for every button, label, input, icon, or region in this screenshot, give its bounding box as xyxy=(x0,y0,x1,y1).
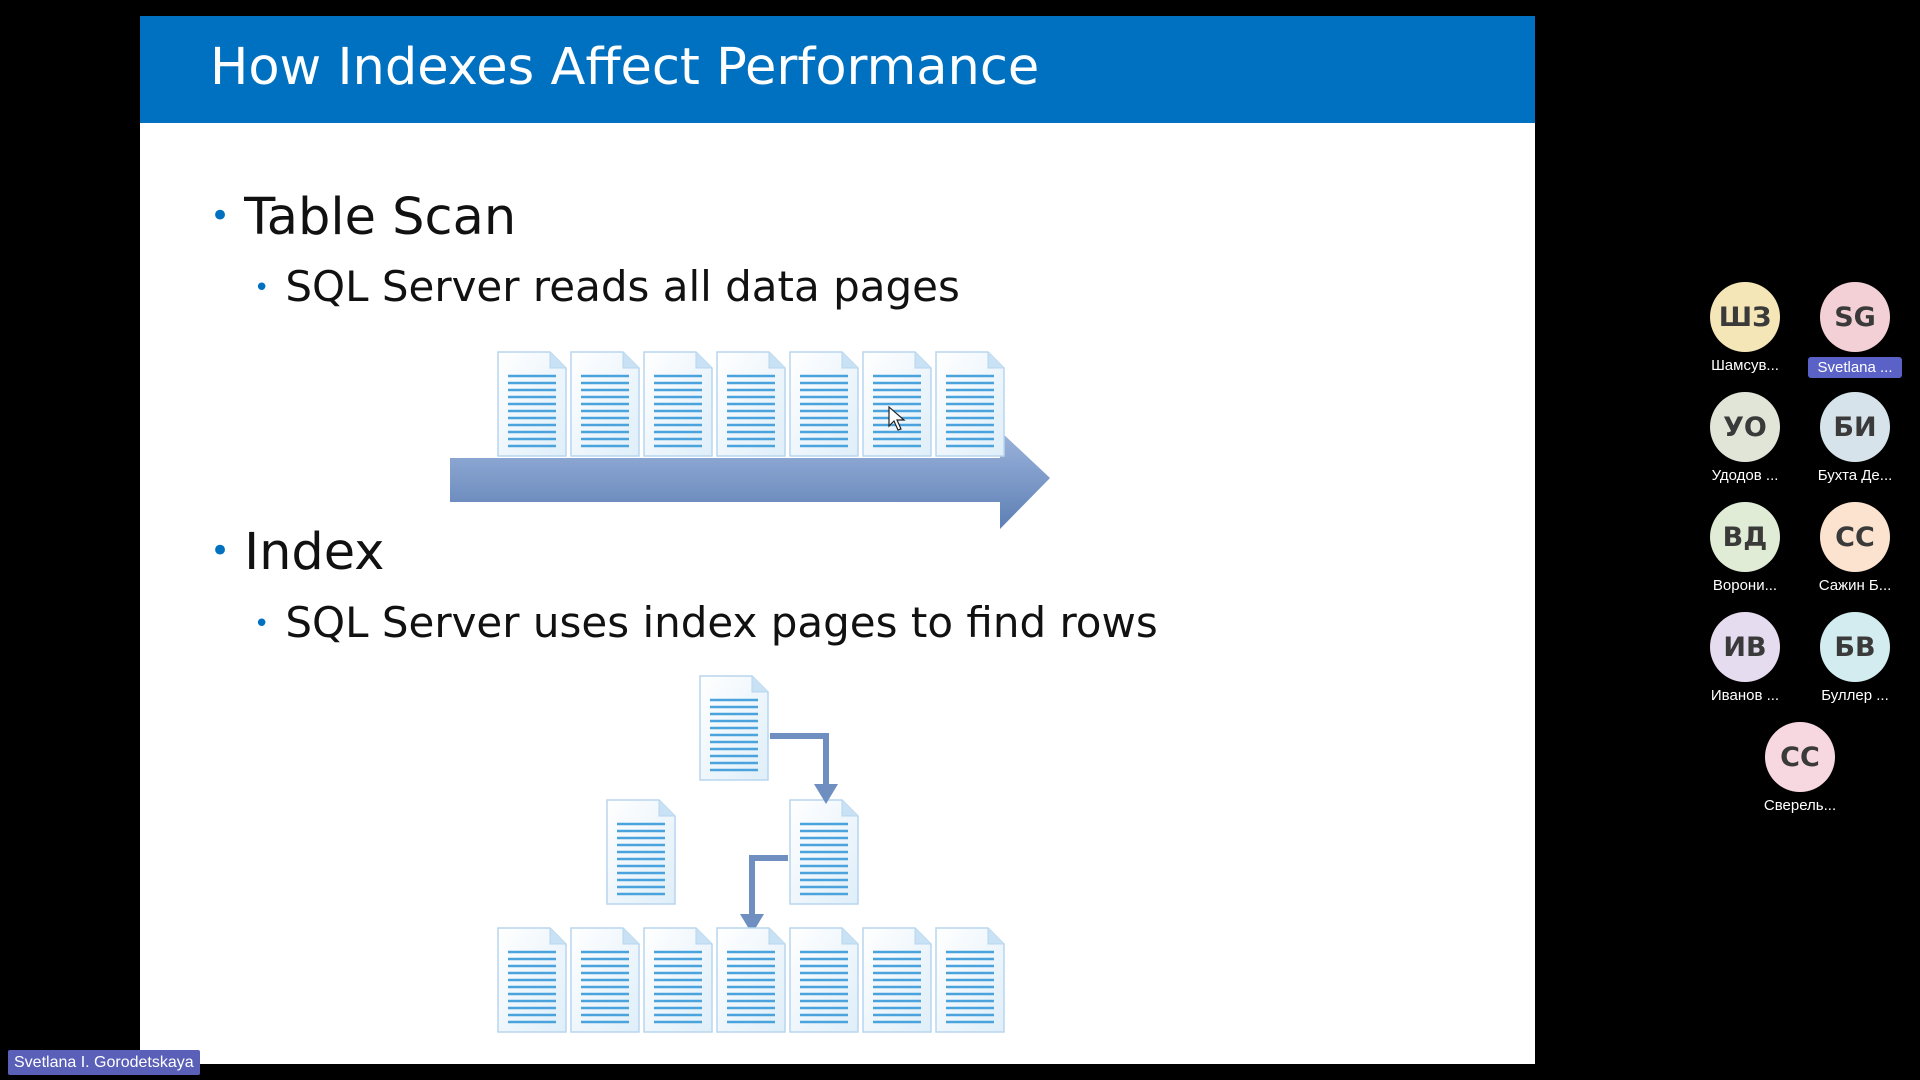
bullet-marker: • xyxy=(254,273,270,303)
index-page-icon xyxy=(788,798,860,906)
avatar: ИВ xyxy=(1710,612,1780,682)
sub-bullet-index: • SQL Server uses index pages to find row… xyxy=(254,598,1158,647)
avatar: SG xyxy=(1820,282,1890,352)
sub-bullet-label: SQL Server uses index pages to find rows xyxy=(285,598,1158,647)
presenter-name-label: Svetlana I. Gorodetskaya xyxy=(8,1050,200,1075)
participant-name-active-speaker: Svetlana ... xyxy=(1808,357,1902,378)
participant-tile[interactable]: СС Сверель... xyxy=(1745,722,1855,814)
bullet-marker: • xyxy=(254,609,270,639)
avatar: СС xyxy=(1765,722,1835,792)
leaf-page-icon xyxy=(934,926,1006,1034)
leaf-page-icon xyxy=(788,926,860,1034)
participant-tile[interactable]: БИ Бухта Де... xyxy=(1800,392,1910,484)
participant-tile[interactable]: ВД Ворони... xyxy=(1690,502,1800,594)
avatar: ШЗ xyxy=(1710,282,1780,352)
participant-tile[interactable]: СС Сажин Б... xyxy=(1800,502,1910,594)
presentation-slide: How Indexes Affect Performance • Table Sc… xyxy=(140,16,1535,1064)
data-page-icon xyxy=(715,350,787,458)
bullet-table-scan: • Table Scan xyxy=(210,188,516,247)
avatar: БВ xyxy=(1820,612,1890,682)
participant-name: Иванов ... xyxy=(1710,687,1780,704)
avatar: СС xyxy=(1820,502,1890,572)
leaf-page-icon xyxy=(642,926,714,1034)
index-page-icon xyxy=(605,798,677,906)
leaf-page-icon xyxy=(715,926,787,1034)
participants-panel: ШЗ Шамсув... SG Svetlana ... УО Удодов .… xyxy=(1690,282,1902,822)
bullet-label: Index xyxy=(244,523,385,582)
participant-tile[interactable]: ИВ Иванов ... xyxy=(1690,612,1800,704)
slide-header: How Indexes Affect Performance xyxy=(140,16,1535,123)
participant-name: Бухта Де... xyxy=(1817,467,1893,484)
participant-name: Удодов ... xyxy=(1711,467,1779,484)
participant-tile[interactable]: SG Svetlana ... xyxy=(1800,282,1910,378)
tree-arrowhead xyxy=(740,914,764,934)
sub-bullet-table-scan: • SQL Server reads all data pages xyxy=(254,262,960,311)
table-scan-diagram xyxy=(450,350,1050,529)
bullet-marker: • xyxy=(210,196,231,236)
scan-arrow xyxy=(450,431,1050,529)
participant-tile[interactable]: БВ Буллер ... xyxy=(1800,612,1910,704)
participant-tile[interactable]: УО Удодов ... xyxy=(1690,392,1800,484)
avatar: ВД xyxy=(1710,502,1780,572)
diagram-layer xyxy=(450,350,1050,1034)
bullet-index: • Index xyxy=(210,523,384,582)
mouse-pointer-icon xyxy=(888,406,906,431)
data-page-icon xyxy=(642,350,714,458)
tree-arrowhead xyxy=(814,784,838,804)
bullet-marker: • xyxy=(210,531,231,571)
index-root-page-icon xyxy=(698,674,770,782)
index-tree-diagram xyxy=(496,674,1006,1034)
participant-name: Сверель... xyxy=(1763,797,1837,814)
data-page-icon xyxy=(496,350,568,458)
participant-tile[interactable]: ШЗ Шамсув... xyxy=(1690,282,1800,374)
tree-arrow xyxy=(749,855,788,916)
avatar: УО xyxy=(1710,392,1780,462)
slide-title: How Indexes Affect Performance xyxy=(210,38,1040,97)
participant-name: Буллер ... xyxy=(1821,687,1889,704)
tree-arrow xyxy=(770,733,829,786)
sub-bullet-label: SQL Server reads all data pages xyxy=(285,262,960,311)
data-page-icon xyxy=(861,350,933,458)
leaf-page-icon xyxy=(861,926,933,1034)
leaf-page-icon xyxy=(496,926,568,1034)
bullet-label: Table Scan xyxy=(244,188,517,247)
participant-name: Шамсув... xyxy=(1711,357,1779,374)
leaf-page-icon xyxy=(569,926,641,1034)
data-page-icon xyxy=(788,350,860,458)
participant-name: Сажин Б... xyxy=(1818,577,1892,594)
data-page-icon xyxy=(934,350,1006,458)
data-page-icon xyxy=(569,350,641,458)
avatar: БИ xyxy=(1820,392,1890,462)
participant-name: Ворони... xyxy=(1712,577,1778,594)
